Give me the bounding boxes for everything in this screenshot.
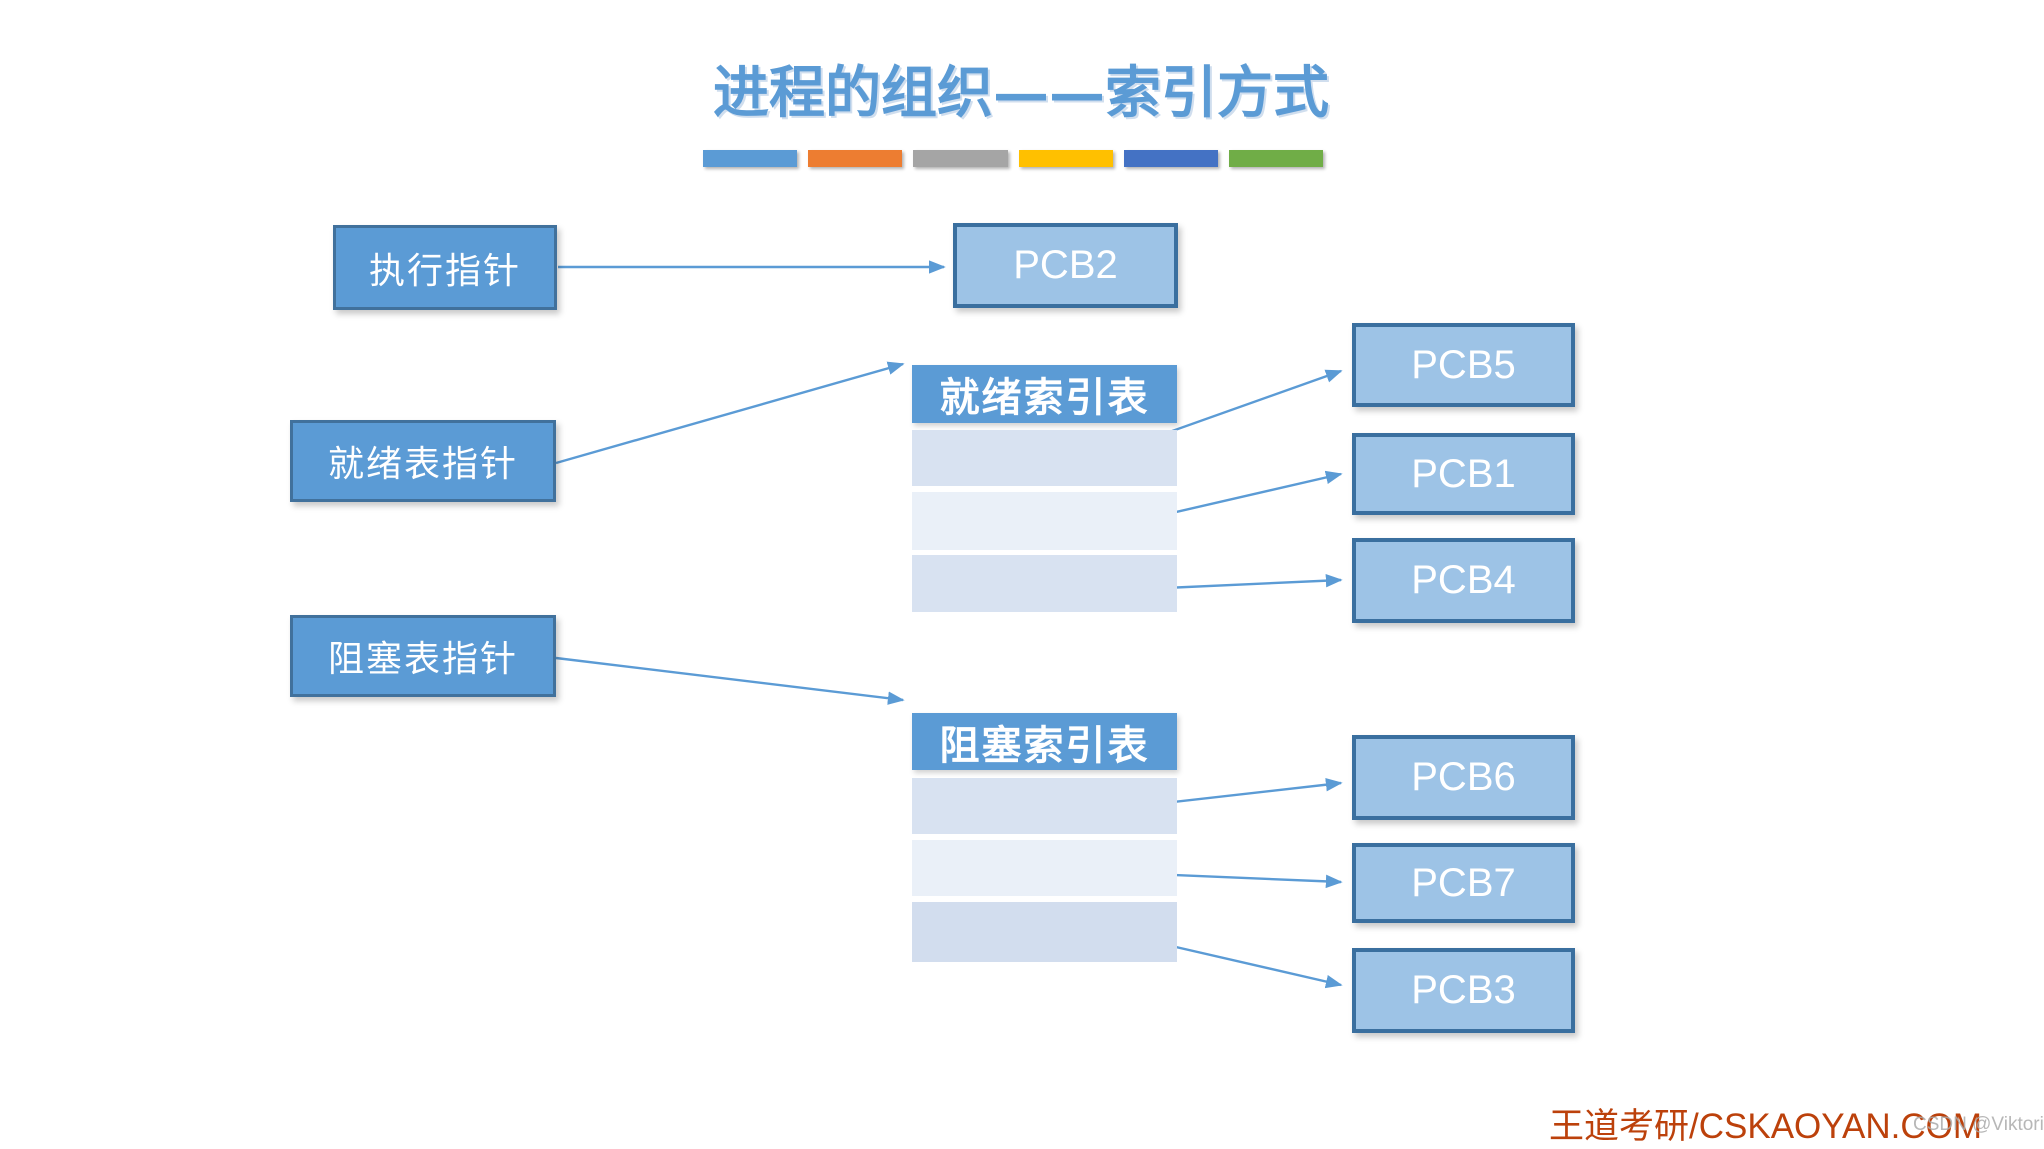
title-accent-bars: [703, 150, 1324, 167]
accent-bar-gold: [1018, 150, 1113, 167]
pcb-box-pcb4: PCB4: [1352, 538, 1575, 623]
ready-index-table-header: 就绪索引表: [912, 365, 1177, 423]
pcb1-label: PCB1: [1411, 451, 1516, 496]
ready-index-row-1: [912, 430, 1177, 486]
blocked-pointer-label: 阻塞表指针: [327, 639, 518, 680]
pcb-box-pcb7: PCB7: [1352, 843, 1575, 923]
ready-index-row-2: [912, 492, 1177, 550]
blocked-index-row-1: [912, 778, 1177, 834]
accent-bar-gray: [913, 150, 1008, 167]
pcb4-label: PCB4: [1411, 558, 1516, 602]
ready-index-row-3: [912, 555, 1177, 612]
blocked-pointer-box: 阻塞表指针: [290, 615, 556, 697]
pcb-box-pcb6: PCB6: [1352, 735, 1575, 820]
ready-index-table-title: 就绪索引表: [939, 374, 1150, 421]
blocked-index-row-2: [912, 840, 1177, 896]
slide-title: 进程的组织——索引方式: [713, 60, 1329, 126]
ready-pointer-box: 就绪表指针: [290, 420, 556, 502]
csdn-watermark: CSDN @Viktoriae: [1913, 1114, 2044, 1135]
pcb2-label: PCB2: [1013, 243, 1118, 287]
pcb-box-pcb2: PCB2: [953, 223, 1178, 308]
ready-pointer-label: 就绪表指针: [327, 444, 518, 485]
blocked-index-row-3: [912, 902, 1177, 962]
exec-pointer-box: 执行指针: [333, 225, 557, 310]
pcb-box-pcb3: PCB3: [1352, 948, 1575, 1033]
blocked-index-table-title: 阻塞索引表: [939, 721, 1150, 769]
accent-bar-blue: [703, 150, 798, 167]
accent-bar-navy: [1123, 150, 1218, 167]
accent-bar-orange: [808, 150, 903, 167]
blocked-index-table-header: 阻塞索引表: [912, 713, 1177, 770]
brand-text: 王道考研/CSKAOYAN.COM: [1549, 1107, 1983, 1146]
exec-pointer-label: 执行指针: [368, 250, 521, 292]
pcb6-label: PCB6: [1411, 755, 1516, 799]
arrow-readyptr-to-table: [555, 361, 905, 465]
accent-bar-green: [1228, 150, 1324, 167]
pcb-box-pcb5: PCB5: [1352, 323, 1575, 407]
pcb3-label: PCB3: [1411, 968, 1516, 1012]
pcb7-label: PCB7: [1411, 860, 1516, 905]
arrow-blockedptr-to-table: [555, 656, 905, 705]
pcb-box-pcb1: PCB1: [1352, 433, 1575, 515]
pcb5-label: PCB5: [1411, 342, 1516, 387]
